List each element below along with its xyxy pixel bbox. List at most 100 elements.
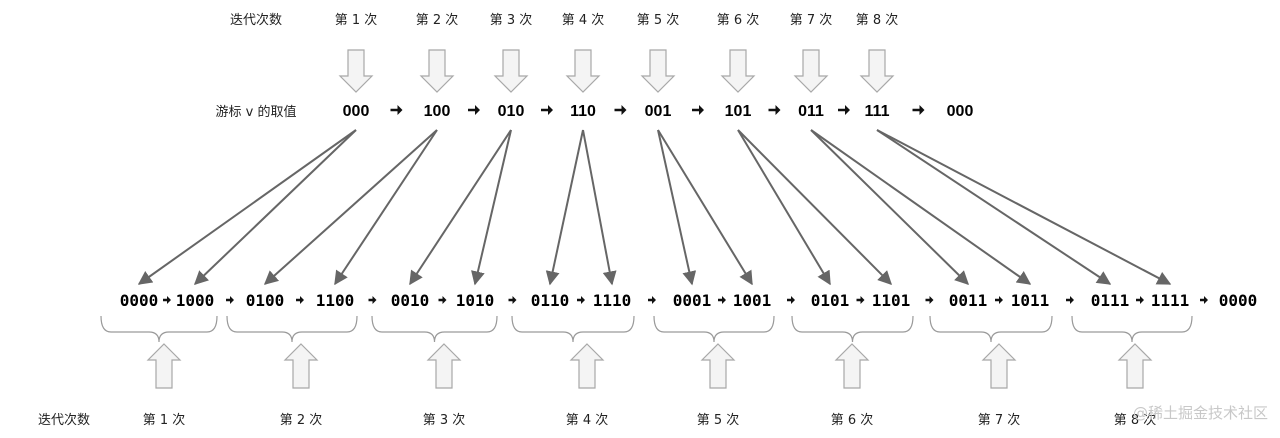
index-value-6: 1010 xyxy=(456,291,495,310)
bottom-iteration-label-8: 第 8 次 xyxy=(1114,412,1157,428)
index-step-arrow-15 xyxy=(1136,296,1144,304)
mapping-lines xyxy=(137,129,1172,286)
pair-brace-3 xyxy=(371,315,498,343)
down-arrow-2 xyxy=(419,49,455,93)
down-arrow-4 xyxy=(565,49,601,93)
mapping-line-12 xyxy=(737,129,892,285)
pair-braces xyxy=(100,315,1193,343)
index-values: 0000 1000 0100 1100 0010 1010 0110 1110 0001 1001… xyxy=(120,291,1258,310)
top-iteration-label-1: 第 1 次 xyxy=(335,12,378,28)
pair-brace-2 xyxy=(226,315,358,343)
mapping-line-15 xyxy=(876,129,1112,285)
index-step-arrow-2 xyxy=(226,296,234,304)
index-value-15: 0111 xyxy=(1091,291,1130,310)
watermark: @稀土掘金技术社区 xyxy=(1133,404,1268,422)
cursor-step-arrows xyxy=(390,105,925,115)
down-arrow-5 xyxy=(640,49,676,93)
mapping-line-4 xyxy=(334,129,438,286)
mapping-line-9 xyxy=(657,129,697,286)
index-step-arrow-10 xyxy=(787,296,795,304)
pair-brace-5 xyxy=(653,315,775,343)
mapping-line-11 xyxy=(737,129,831,286)
mapping-line-10 xyxy=(657,129,753,286)
down-arrow-6 xyxy=(720,49,756,93)
cursor-step-arrow-8 xyxy=(912,105,925,115)
mapping-line-5 xyxy=(409,129,512,286)
index-value-16: 1111 xyxy=(1151,291,1190,310)
pair-brace-4 xyxy=(511,315,635,343)
index-value-10: 1001 xyxy=(733,291,772,310)
up-arrow-5 xyxy=(700,343,736,389)
up-arrow-1 xyxy=(146,343,182,389)
up-arrow-3 xyxy=(426,343,462,389)
mapping-line-13 xyxy=(810,129,969,285)
index-value-5: 0010 xyxy=(391,291,430,310)
bottom-iteration-label-2: 第 2 次 xyxy=(280,412,323,428)
cursor-value-9: 000 xyxy=(947,103,974,120)
bottom-iteration-label-1: 第 1 次 xyxy=(143,412,186,428)
index-value-14: 1011 xyxy=(1011,291,1050,310)
mapping-line-1 xyxy=(137,129,357,285)
index-step-arrow-7 xyxy=(577,296,585,304)
mapping-line-7 xyxy=(545,129,584,286)
index-value-3: 0100 xyxy=(246,291,285,310)
cursor-value-8: 111 xyxy=(865,103,890,120)
index-value-2: 1000 xyxy=(176,291,215,310)
up-arrow-8 xyxy=(1117,343,1153,389)
top-iteration-label-2: 第 2 次 xyxy=(416,12,459,28)
bottom-iterations-label: 迭代次数 xyxy=(38,412,90,428)
pair-brace-7 xyxy=(929,315,1053,343)
down-arrow-1 xyxy=(338,49,374,93)
cursor-step-arrow-7 xyxy=(838,105,850,115)
bottom-up-arrows xyxy=(146,343,1153,389)
index-step-arrow-5 xyxy=(438,296,447,304)
index-step-arrows xyxy=(163,296,1208,304)
bottom-iteration-label-7: 第 7 次 xyxy=(978,412,1021,428)
index-value-9: 0001 xyxy=(673,291,712,310)
index-value-17: 0000 xyxy=(1219,291,1258,310)
up-arrow-4 xyxy=(569,343,605,389)
cursor-step-arrow-4 xyxy=(614,105,627,115)
pair-brace-6 xyxy=(791,315,914,343)
index-step-arrow-12 xyxy=(925,296,934,304)
cursor-step-arrow-5 xyxy=(692,105,704,115)
top-iterations-label: 迭代次数 xyxy=(230,12,282,28)
cursor-values: 000 100 010 110 001 101 011 111 000 xyxy=(343,103,974,120)
pair-brace-1 xyxy=(100,315,218,343)
mapping-line-6 xyxy=(471,129,512,286)
index-step-arrow-14 xyxy=(1066,296,1074,304)
cursor-row-label: 游标 v 的取值 xyxy=(216,104,297,120)
up-arrow-7 xyxy=(981,343,1017,389)
cursor-value-5: 001 xyxy=(645,103,672,120)
cursor-step-arrow-2 xyxy=(468,105,480,115)
index-value-1: 0000 xyxy=(120,291,159,310)
top-iteration-label-6: 第 6 次 xyxy=(717,12,760,28)
top-iteration-label-4: 第 4 次 xyxy=(562,12,605,28)
top-iteration-label-7: 第 7 次 xyxy=(790,12,833,28)
index-value-4: 1100 xyxy=(316,291,355,310)
mapping-line-16 xyxy=(876,129,1172,285)
cursor-value-4: 110 xyxy=(570,103,596,120)
index-value-7: 0110 xyxy=(531,291,570,310)
cursor-step-arrow-1 xyxy=(390,105,403,115)
bottom-iteration-label-5: 第 5 次 xyxy=(697,412,740,428)
top-iteration-label-5: 第 5 次 xyxy=(637,12,680,28)
index-step-arrow-6 xyxy=(508,296,517,304)
index-step-arrow-8 xyxy=(648,296,656,304)
cursor-value-3: 010 xyxy=(498,103,525,120)
index-step-arrow-1 xyxy=(163,296,171,304)
top-iteration-labels: 第 1 次第 2 次第 3 次第 4 次第 5 次第 6 次第 7 次第 8 次 xyxy=(335,12,899,28)
index-value-8: 1110 xyxy=(593,291,632,310)
cursor-value-1: 000 xyxy=(343,103,370,120)
cursor-value-7: 011 xyxy=(798,103,824,120)
up-arrow-6 xyxy=(834,343,870,389)
index-step-arrow-9 xyxy=(718,296,726,304)
cursor-value-6: 101 xyxy=(725,103,752,120)
cursor-value-2: 100 xyxy=(424,103,451,120)
down-arrow-3 xyxy=(493,49,529,93)
index-step-arrow-13 xyxy=(995,296,1003,304)
top-iteration-label-8: 第 8 次 xyxy=(856,12,899,28)
bottom-iteration-label-6: 第 6 次 xyxy=(831,412,874,428)
